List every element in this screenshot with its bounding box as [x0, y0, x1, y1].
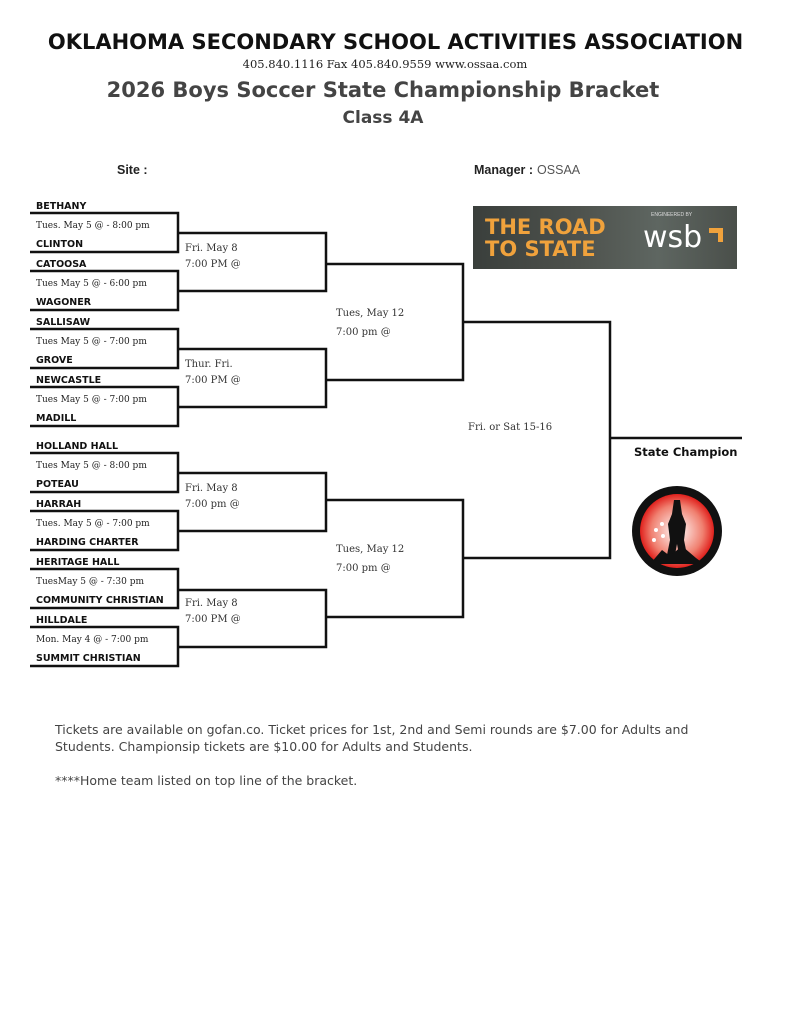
team-away: WAGONER: [36, 297, 92, 308]
game-time: Mon. May 4 @ - 7:00 pm: [36, 635, 149, 645]
quarterfinal-time: 7:00 PM @: [185, 614, 241, 625]
quarterfinal-info: Fri. May 8 7:00 PM @: [185, 241, 241, 273]
tickets-info: Tickets are available on gofan.co. Ticke…: [55, 722, 689, 754]
game-time: Tues May 5 @ - 7:00 pm: [36, 395, 147, 405]
game-time: TuesMay 5 @ - 7:30 pm: [36, 577, 144, 587]
ossaa-logo: [632, 486, 722, 576]
team-away: COMMUNITY CHRISTIAN: [36, 595, 164, 606]
game-time: Tues May 5 @ - 7:00 pm: [36, 337, 147, 347]
team-home: HOLLAND HALL: [36, 441, 119, 452]
home-team-note: ****Home team listed on top line of the …: [55, 773, 358, 788]
final-date: Fri. or Sat 15-16: [468, 422, 553, 433]
game-time: Tues May 5 @ - 8:00 pm: [36, 461, 147, 471]
quarterfinal-info: Fri. May 8 7:00 pm @: [185, 481, 240, 513]
quarterfinal-time: 7:00 pm @: [185, 499, 240, 510]
team-home: HILLDALE: [36, 615, 88, 626]
semifinal-time: 7:00 pm @: [336, 327, 391, 338]
game-time: Tues. May 5 @ - 7:00 pm: [36, 519, 150, 529]
quarterfinal-date: Fri. May 8: [185, 598, 238, 609]
team-away: POTEAU: [36, 479, 79, 490]
quarterfinal-date: Thur. Fri.: [185, 359, 233, 370]
banner-text: THE ROAD TO STATE: [485, 215, 606, 261]
semifinal-date: Tues, May 12: [336, 308, 405, 319]
state-champion-label: State Champion: [634, 445, 738, 459]
manager-info: Manager :OSSAA: [474, 163, 580, 177]
org-name: OKLAHOMA SECONDARY SCHOOL ACTIVITIES ASS…: [47, 30, 744, 54]
team-away: GROVE: [36, 355, 73, 366]
team-away: HARDING CHARTER: [36, 537, 139, 548]
banner-engineered: ENGINEERED BY: [651, 212, 693, 218]
quarterfinal-time: 7:00 PM @: [185, 259, 241, 270]
team-away: MADILL: [36, 413, 77, 424]
team-home: SALLISAW: [36, 317, 91, 328]
game-time: Tues. May 5 @ - 8:00 pm: [36, 221, 150, 231]
team-home: CATOOSA: [36, 259, 87, 270]
road-to-state-banner: THE ROAD TO STATE ENGINEERED BY wsb: [473, 206, 737, 269]
team-home: HERITAGE HALL: [36, 557, 120, 568]
quarterfinal-time: 7:00 PM @: [185, 375, 241, 386]
team-home: HARRAH: [36, 499, 82, 510]
quarterfinal-info: Fri. May 8 7:00 PM @: [185, 596, 241, 628]
semifinal-date: Tues, May 12: [336, 544, 405, 555]
quarterfinal-date: Fri. May 8: [185, 243, 238, 254]
semifinal-info: Tues, May 12 7:00 pm @: [336, 540, 404, 578]
manager-label: Manager :: [474, 163, 534, 177]
quarterfinal-date: Fri. May 8: [185, 483, 238, 494]
bracket-title: 2026 Boys Soccer State Championship Brac…: [106, 78, 660, 102]
manager-value: OSSAA: [537, 163, 581, 177]
team-away: SUMMIT CHRISTIAN: [36, 653, 141, 664]
team-home: BETHANY: [36, 201, 87, 212]
quarterfinal-info: Thur. Fri. 7:00 PM @: [185, 357, 241, 389]
game-time: Tues May 5 @ - 6:00 pm: [36, 279, 147, 289]
site-label: Site :: [117, 163, 148, 177]
semifinal-time: 7:00 pm @: [336, 563, 391, 574]
contact-info: 405.840.1116 Fax 405.840.9559 www.ossaa.…: [242, 57, 528, 71]
wsb-arrow-icon: [709, 228, 723, 242]
team-home: NEWCASTLE: [36, 375, 102, 386]
wsb-logo: wsb: [643, 220, 703, 255]
semifinal-info: Tues, May 12 7:00 pm @: [336, 304, 404, 342]
team-away: CLINTON: [36, 239, 84, 250]
class-label: Class 4A: [342, 108, 424, 128]
